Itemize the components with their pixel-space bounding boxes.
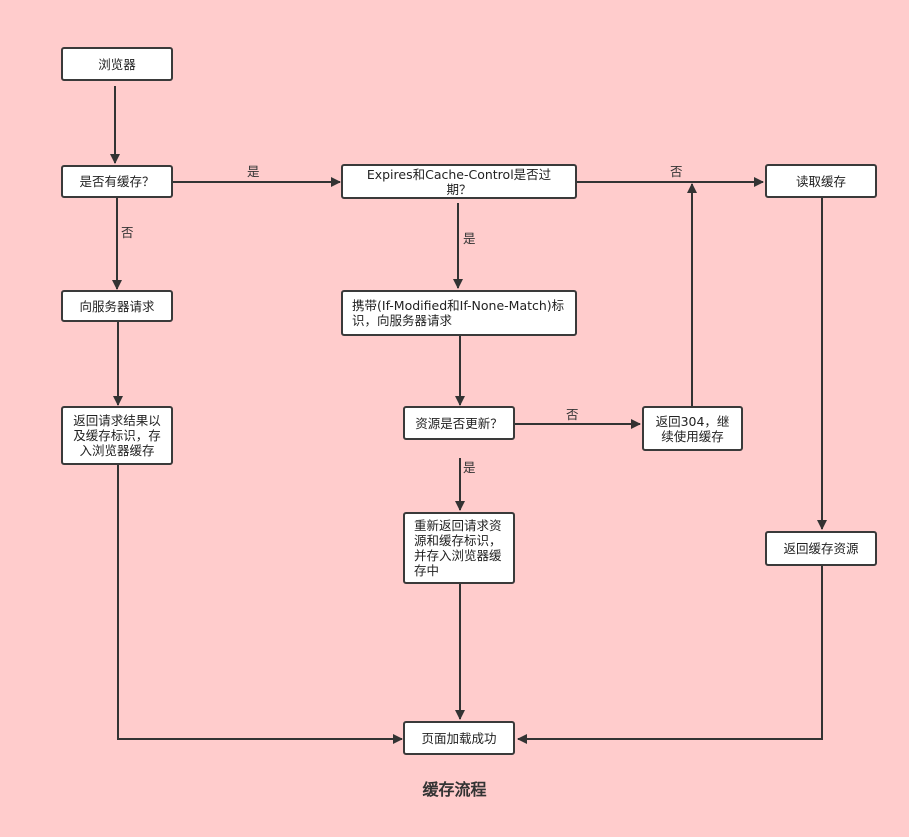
node-carry-headers: 携带(If-Modified和If-None-Match)标识，向服务器请求 — [341, 290, 577, 336]
node-return-cache: 返回缓存资源 — [765, 531, 877, 566]
node-has-cache: 是否有缓存？ — [61, 165, 173, 198]
node-return-new: 重新返回请求资源和缓存标识，并存入浏览器缓存中 — [403, 512, 515, 584]
edge-label-expires-no: 否 — [670, 164, 683, 179]
edge-label-expires-yes: 是 — [463, 231, 476, 246]
node-read-cache: 读取缓存 — [765, 164, 877, 198]
edge-return-result-to-page — [117, 464, 403, 744]
edge-label-has-cache-yes: 是 — [247, 164, 260, 179]
node-request-server: 向服务器请求 — [61, 290, 173, 322]
node-return-304: 返回304，继续使用缓存 — [642, 406, 743, 451]
node-browser: 浏览器 — [61, 47, 173, 81]
edge-return-cache-to-page — [517, 566, 823, 744]
edge-label-updated-yes: 是 — [463, 460, 476, 475]
edge-label-updated-no: 否 — [566, 407, 579, 422]
node-expires-check: Expires和Cache-Control是否过期？ — [341, 164, 577, 199]
diagram-title: 缓存流程 — [422, 780, 487, 799]
node-return-result: 返回请求结果以及缓存标识，存入浏览器缓存 — [61, 406, 173, 465]
node-resource-updated: 资源是否更新？ — [403, 406, 515, 440]
node-page-loaded: 页面加载成功 — [403, 721, 515, 755]
edge-label-has-cache-no: 否 — [121, 225, 134, 240]
